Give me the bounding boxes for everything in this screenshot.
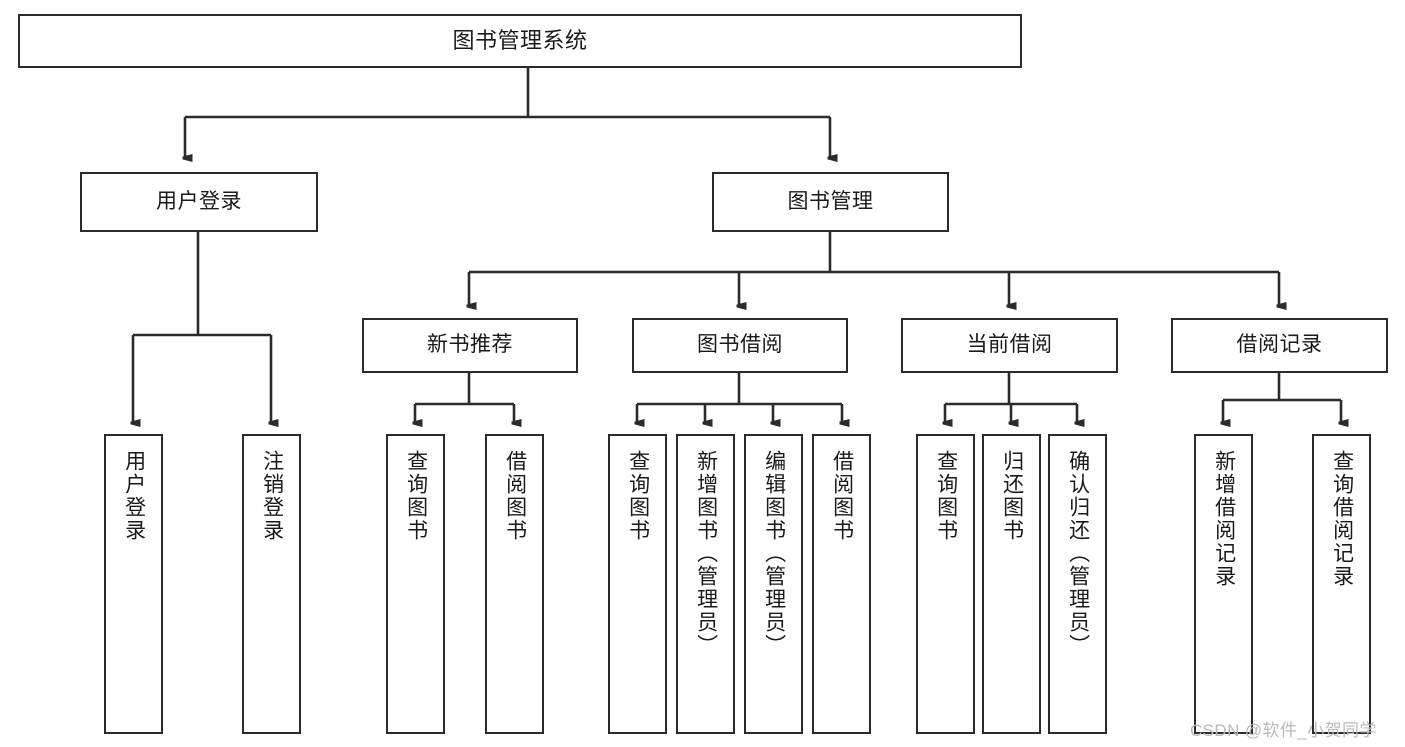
leaf-new-books-2[interactable]: 借阅图书	[485, 434, 544, 734]
leaf-borrow-4[interactable]: 借阅图书	[812, 434, 871, 734]
leaf-borrow-3-label: 编辑图书（管理员）	[762, 450, 786, 657]
node-user-login-label: 用户登录	[156, 189, 242, 213]
leaf-borrow-1-label: 查询图书	[626, 450, 650, 542]
node-borrow-records-label: 借阅记录	[1236, 333, 1323, 357]
node-current-borrow[interactable]: 当前借阅	[901, 318, 1118, 373]
leaf-user-login-1-label: 用户登录	[122, 450, 146, 542]
leaf-user-login-1[interactable]: 用户登录	[104, 434, 163, 734]
leaf-current-2-label: 归还图书	[1000, 450, 1024, 542]
csdn-watermark: CSDN @软件_小贺同学	[1190, 721, 1377, 740]
leaf-records-1-label: 新增借阅记录	[1212, 450, 1236, 588]
leaf-user-login-2-label: 注销登录	[260, 450, 284, 542]
leaf-records-2-label: 查询借阅记录	[1330, 450, 1354, 588]
node-book-management-label: 图书管理	[787, 189, 874, 213]
node-user-login[interactable]: 用户登录	[80, 172, 318, 232]
node-book-management[interactable]: 图书管理	[712, 172, 949, 232]
node-new-book-recommend[interactable]: 新书推荐	[362, 318, 578, 373]
node-book-borrow-label: 图书借阅	[697, 333, 783, 357]
leaf-current-3-label: 确认归还（管理员）	[1066, 450, 1090, 657]
leaf-current-1[interactable]: 查询图书	[916, 434, 975, 734]
node-book-borrow[interactable]: 图书借阅	[632, 318, 848, 373]
leaf-borrow-1[interactable]: 查询图书	[608, 434, 667, 734]
leaf-current-3[interactable]: 确认归还（管理员）	[1048, 434, 1107, 734]
leaf-user-login-2[interactable]: 注销登录	[242, 434, 301, 734]
node-root[interactable]: 图书管理系统	[18, 14, 1022, 68]
leaf-records-2[interactable]: 查询借阅记录	[1312, 434, 1371, 734]
leaf-borrow-4-label: 借阅图书	[830, 450, 854, 542]
leaf-current-1-label: 查询图书	[934, 450, 958, 542]
leaf-borrow-2-label: 新增图书（管理员）	[694, 450, 718, 657]
node-root-label: 图书管理系统	[452, 28, 588, 54]
leaf-new-books-1-label: 查询图书	[404, 450, 428, 542]
leaf-borrow-2[interactable]: 新增图书（管理员）	[676, 434, 735, 734]
leaf-new-books-1[interactable]: 查询图书	[386, 434, 445, 734]
leaf-new-books-2-label: 借阅图书	[503, 450, 527, 542]
leaf-records-1[interactable]: 新增借阅记录	[1194, 434, 1253, 734]
node-new-book-recommend-label: 新书推荐	[427, 333, 513, 357]
leaf-borrow-3[interactable]: 编辑图书（管理员）	[744, 434, 803, 734]
leaf-current-2[interactable]: 归还图书	[982, 434, 1041, 734]
node-borrow-records[interactable]: 借阅记录	[1171, 318, 1388, 373]
node-current-borrow-label: 当前借阅	[966, 333, 1053, 357]
